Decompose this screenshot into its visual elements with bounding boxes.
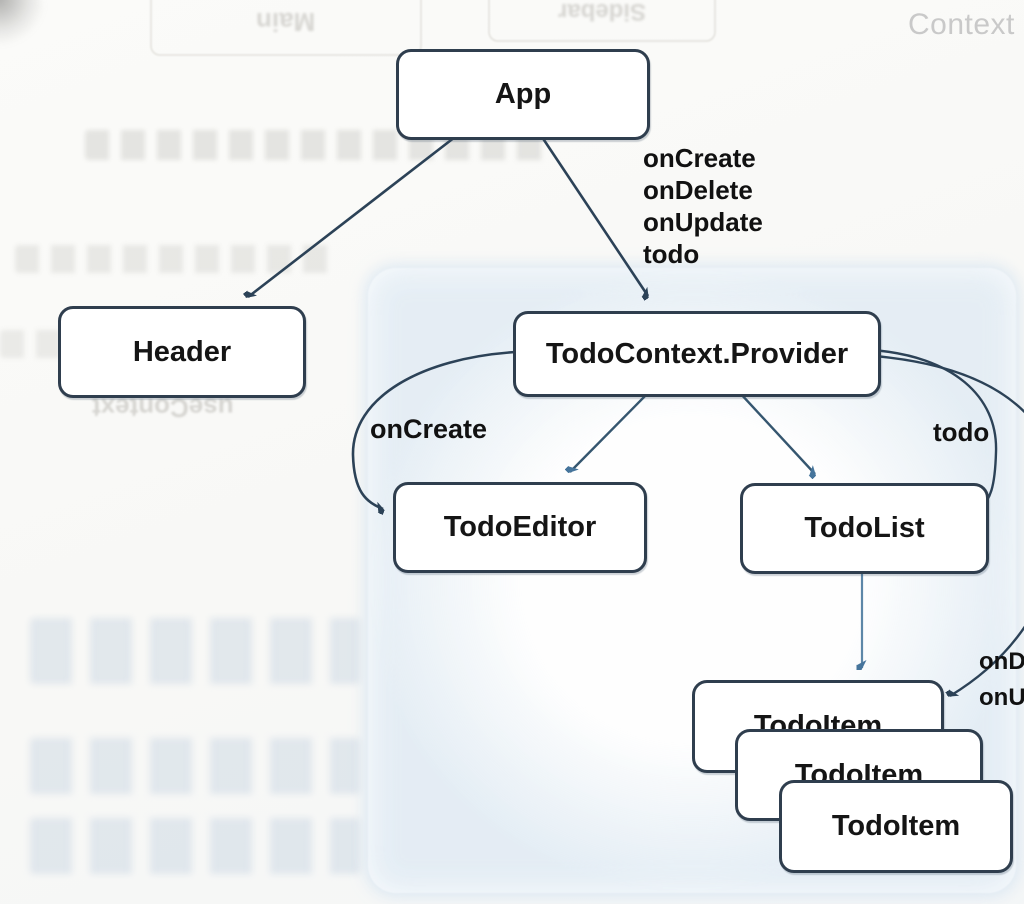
bleedthrough-main-label: Main — [256, 6, 316, 37]
label-oncreate-edge: onCreate — [370, 414, 488, 444]
bleedthrough-smudge — [30, 618, 360, 684]
node-app: App — [396, 49, 650, 140]
node-editor-label: TodoEditor — [443, 511, 597, 543]
page-corner-smudge — [0, 0, 46, 54]
context-caption: Context — [908, 8, 1015, 41]
node-todolist: TodoList — [740, 483, 989, 574]
bleedthrough-smudge — [30, 738, 360, 794]
bleedthrough-main-box: Main — [150, 0, 422, 56]
node-todocontext-provider: TodoContext.Provider — [513, 311, 881, 397]
bleedthrough-sidebar-box: Sidebar — [488, 0, 716, 42]
label-ondelete-edge: onDelete — [979, 648, 1024, 675]
node-header: Header — [58, 306, 306, 398]
node-app-label: App — [494, 78, 552, 110]
node-todoitem-3: TodoItem — [779, 780, 1013, 873]
label-onupdate-edge: onUpdate — [979, 684, 1024, 711]
label-oncreate-prop: onCreate — [643, 143, 756, 173]
label-onupdate-prop: onUpdate — [643, 207, 763, 237]
node-list-label: TodoList — [804, 512, 925, 544]
node-item3-label: TodoItem — [831, 810, 961, 842]
label-provider-props: onCreate onDelete onUpdate todo — [643, 142, 763, 270]
bleedthrough-sidebar-label: Sidebar — [557, 0, 647, 25]
node-header-label: Header — [132, 335, 232, 368]
label-todo-prop: todo — [643, 239, 700, 269]
bleedthrough-smudge — [30, 818, 360, 874]
label-ondelete-prop: onDelete — [643, 175, 753, 205]
node-provider-label: TodoContext.Provider — [545, 337, 849, 370]
bleedthrough-smudge — [15, 245, 335, 273]
node-todoeditor: TodoEditor — [393, 482, 647, 573]
label-todo-edge: todo — [933, 417, 990, 447]
